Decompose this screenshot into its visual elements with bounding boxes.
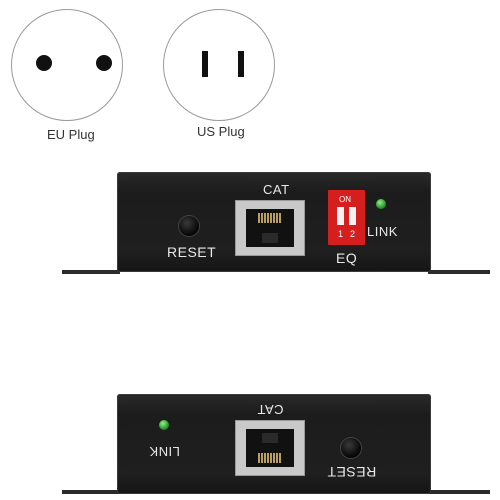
dip-switch-1[interactable] xyxy=(337,207,344,225)
extender-front-panel: CAT RESET ON 1 2 EQ LINK xyxy=(0,168,500,280)
eu-plug-outline xyxy=(11,9,123,121)
us-plug-blade-left xyxy=(202,51,208,77)
cat-port-label: CAT xyxy=(263,182,290,197)
mounting-flange-left xyxy=(62,490,120,494)
reset-label: RESET xyxy=(167,244,217,260)
eu-plug-pin-left xyxy=(36,55,52,71)
dip-switch-2[interactable] xyxy=(349,207,356,225)
rj45-pins xyxy=(258,213,282,223)
mounting-flange-right xyxy=(428,270,490,274)
eu-plug-label: EU Plug xyxy=(47,127,95,142)
link-label: LINK xyxy=(149,444,180,459)
cat-port-label-text: CAT xyxy=(257,402,284,417)
mounting-flange-left xyxy=(62,270,120,274)
reset-label-text: RESET xyxy=(327,464,377,480)
rj45-latch xyxy=(262,433,278,443)
link-led-indicator xyxy=(376,199,386,209)
extender-rear-panel: CAT LINK RESET xyxy=(0,390,500,500)
reset-button[interactable] xyxy=(179,216,199,236)
us-plug-outline xyxy=(163,9,275,121)
mounting-flange-right xyxy=(428,490,490,494)
reset-button[interactable] xyxy=(341,438,361,458)
cat-port-label: CAT xyxy=(257,402,284,417)
rj45-port[interactable] xyxy=(235,420,305,476)
rj45-port[interactable] xyxy=(235,200,305,256)
eq-label: EQ xyxy=(336,250,358,266)
device-housing: CAT LINK RESET xyxy=(117,394,431,494)
eq-dip-switch[interactable]: ON 1 2 xyxy=(328,190,365,245)
us-plug-label: US Plug xyxy=(197,124,245,139)
dip-on-label: ON xyxy=(339,195,351,204)
us-plug-blade-right xyxy=(238,51,244,77)
rj45-socket xyxy=(246,429,294,467)
dip-switch-2-label: 2 xyxy=(350,229,356,239)
link-label-text: LINK xyxy=(149,444,180,459)
eu-plug-pin-right xyxy=(96,55,112,71)
device-housing: CAT RESET ON 1 2 EQ LINK xyxy=(117,172,431,272)
rj45-socket xyxy=(246,209,294,247)
reset-label: RESET xyxy=(327,464,376,480)
link-label: LINK xyxy=(367,224,398,239)
link-led-indicator xyxy=(159,420,169,430)
rj45-pins xyxy=(258,453,282,463)
dip-switch-1-label: 1 xyxy=(338,229,344,239)
rj45-latch xyxy=(262,233,278,243)
